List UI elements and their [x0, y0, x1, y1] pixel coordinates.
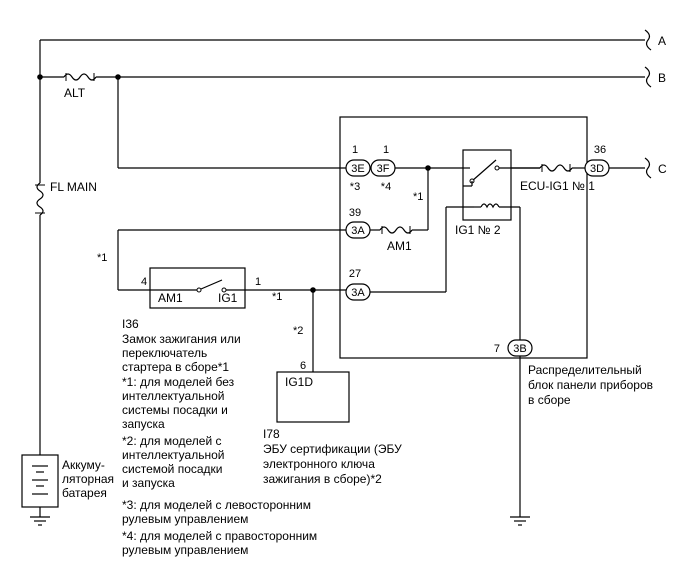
footnote-2-line-4: и запуска	[122, 476, 175, 490]
fuse-alt-label: ALT	[64, 86, 86, 100]
junction-block-label-3: в сборе	[528, 393, 571, 407]
ground-symbol	[510, 516, 530, 526]
connector-3e-code: 3E	[351, 163, 364, 175]
footnote-1-line-2: интеллектуальной	[122, 389, 224, 403]
fuse-am1: AM1	[370, 226, 428, 253]
battery-label-1: Аккуму-	[62, 458, 105, 472]
connector-3e-pin: 1	[352, 144, 358, 156]
footnote-1-line-4: запуска	[122, 417, 165, 431]
certification-ecu-name-1: ЭБУ сертификации (ЭБУ	[263, 442, 402, 456]
footnote-3: *3: для моделей с левосторонним рулевым …	[122, 498, 311, 526]
note-star1-left: *1	[97, 252, 107, 264]
connector-3d: 3D 36	[584, 144, 610, 177]
ignition-switch-name-3: стартера в сборе*1	[122, 360, 229, 374]
relay-ig1-2: IG1 № 2	[455, 149, 540, 237]
footnote-2-line-1: *2: для моделей с	[122, 434, 222, 448]
footnote-3-line-1: *3: для моделей с левосторонним	[122, 498, 311, 512]
ignition-switch-id: I36	[122, 317, 139, 331]
connector-3f-pin: 1	[383, 144, 389, 156]
ignition-switch-am1: AM1	[158, 291, 183, 305]
fuse-ecu-ig1-label: ECU-IG1 № 1	[520, 179, 595, 193]
note-star1-switch: *1	[272, 291, 282, 303]
fuse-fl-main-label: FL MAIN	[50, 180, 97, 194]
connector-3a-39: 3A 39	[345, 207, 371, 239]
connector-3a-27: 3A 27	[345, 268, 371, 301]
footnote-4-line-1: *4: для моделей с правосторонним	[122, 529, 317, 543]
certification-ecu-id: I78	[263, 427, 280, 441]
footnote-4: *4: для моделей с правосторонним рулевым…	[122, 529, 317, 557]
terminal-c-mark	[644, 157, 652, 179]
ignition-switch-pin-1: 1	[255, 276, 261, 288]
ignition-switch-ig1: IG1	[218, 291, 238, 305]
note-star1-relay: *1	[413, 191, 423, 203]
relay-contact	[471, 159, 497, 182]
connector-3a-39-code: 3A	[351, 225, 365, 237]
certification-ecu-pin-6: 6	[300, 360, 306, 372]
terminal-b-label: B	[658, 71, 666, 85]
connector-3b-pin: 7	[494, 343, 500, 355]
connector-3e-note: *3	[350, 181, 360, 193]
fuse-ecu-ig1: ECU-IG1 № 1	[520, 164, 595, 193]
certification-ecu-name-2: электронного ключа	[263, 457, 375, 471]
footnote-4-line-2: рулевым управлением	[122, 543, 248, 557]
connector-3a-39-pin: 39	[349, 207, 361, 219]
footnote-2-line-3: системой посадки	[122, 462, 223, 476]
ignition-switch: 4 1 AM1 IG1	[141, 267, 261, 309]
footnote-1-line-3: системы посадки и	[122, 403, 228, 417]
battery: Аккуму- ляторная батарея	[21, 454, 114, 526]
rail-a: A	[40, 29, 666, 51]
battery-label-3: батарея	[62, 486, 107, 500]
terminal-a-label: A	[658, 34, 666, 48]
footnote-2: *2: для моделей с интеллектуальной систе…	[122, 434, 224, 490]
fuse-am1-label: AM1	[387, 239, 412, 253]
rail-b: B	[37, 66, 666, 88]
battery-label-2: ляторная	[62, 472, 114, 486]
relay-label: IG1 № 2	[455, 223, 501, 237]
connector-3d-code: 3D	[590, 163, 604, 175]
connector-3b: 3B 7	[494, 339, 533, 357]
connector-3a-27-pin: 27	[349, 268, 361, 280]
connector-3f-note: *4	[381, 181, 391, 193]
connector-3f-code: 3F	[377, 163, 390, 175]
connector-3a-27-code: 3A	[351, 287, 365, 299]
connector-3e: 3E 1 *3	[345, 144, 371, 193]
connector-3b-code: 3B	[513, 343, 526, 355]
connector-3f: 3F 1 *4	[370, 144, 396, 193]
certification-ecu-name-3: зажигания в сборе)*2	[263, 472, 382, 486]
terminal-c-label: C	[658, 162, 667, 176]
junction-block-label-2: блок панели приборов	[528, 378, 653, 392]
note-star2: *2	[293, 325, 303, 337]
junction-block-label-1: Распределительный	[528, 363, 642, 377]
fuse-alt: ALT	[63, 73, 97, 100]
fuse-fl-main: FL MAIN	[35, 180, 97, 216]
junction-block-outline	[339, 116, 588, 359]
ignition-switch-name-2: переключатель	[122, 346, 207, 360]
certification-ecu-terminal: IG1D	[285, 375, 313, 389]
footnote-1-line-1: *1: для моделей без	[122, 375, 235, 389]
footnote-1: *1: для моделей без интеллектуальной сис…	[122, 375, 235, 431]
connector-3d-pin: 36	[594, 144, 606, 156]
certification-ecu: 6 IG1D	[276, 360, 350, 423]
footnote-2-line-2: интеллектуальной	[122, 448, 224, 462]
ignition-switch-name-1: Замок зажигания или	[122, 332, 241, 346]
ignition-switch-pin-4: 4	[141, 276, 147, 288]
footnote-3-line-2: рулевым управлением	[122, 512, 248, 526]
